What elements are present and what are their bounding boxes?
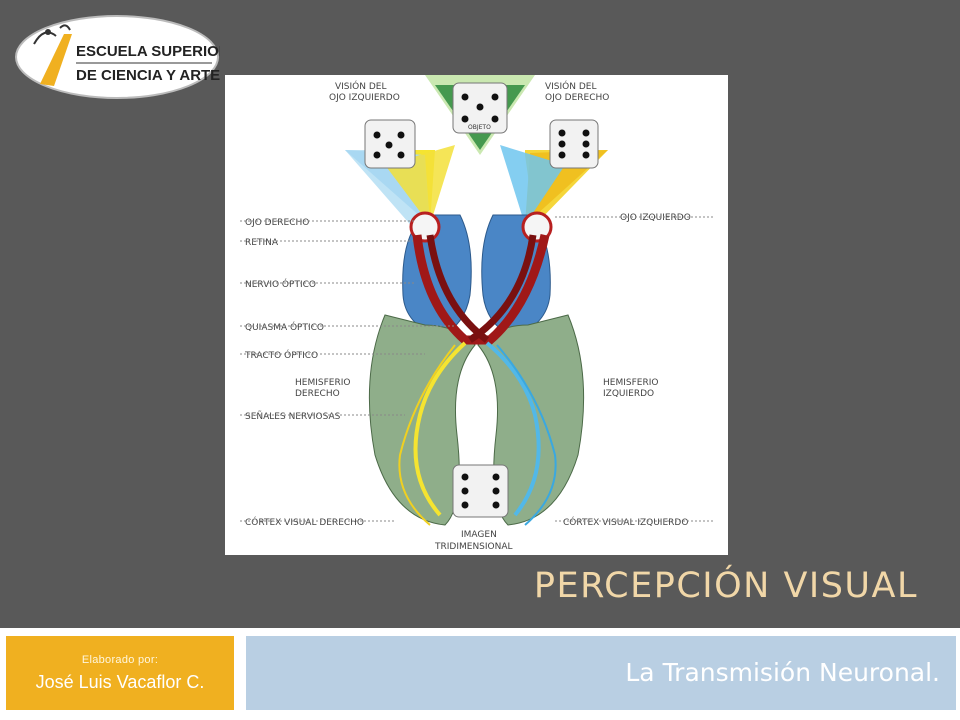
hemisphere-left-line1: HEMISFERIO — [603, 378, 658, 388]
subtitle-box: La Transmisión Neuronal. — [246, 636, 956, 710]
school-logo: ESCUELA SUPERIOR DE CIENCIA Y ARTE — [14, 14, 230, 100]
vision-left-line2: OJO IZQUIERDO — [329, 93, 400, 103]
label-ojo-izquierdo: OJO IZQUIERDO — [620, 213, 691, 223]
label-tracto-optico: TRACTO ÓPTICO — [244, 349, 318, 361]
object-label: OBJETO — [468, 124, 491, 131]
author-label: Elaborado por: — [81, 653, 159, 666]
logo-line1: ESCUELA SUPERIOR — [76, 43, 220, 60]
vision-right-line2: OJO DERECHO — [545, 93, 609, 103]
slide-title: PERCEPCIÓN VISUAL — [533, 566, 918, 606]
image-label-line1: IMAGEN — [461, 530, 497, 540]
label-cortex-derecho: CÓRTEX VISUAL DERECHO — [245, 516, 364, 528]
author-box: Elaborado por: José Luis Vacaflor C. — [6, 636, 234, 710]
label-cortex-izquierdo: CÓRTEX VISUAL IZQUIERDO — [563, 516, 688, 528]
hemisphere-left-line2: IZQUIERDO — [603, 389, 654, 399]
slide-subtitle: La Transmisión Neuronal. — [625, 658, 940, 687]
label-nervio-optico: NERVIO ÓPTICO — [245, 278, 316, 290]
label-ojo-derecho: OJO DERECHO — [245, 218, 309, 228]
logo-line2: DE CIENCIA Y ARTE — [76, 67, 220, 84]
bottom-die — [452, 464, 509, 518]
right-die — [549, 119, 599, 169]
visual-pathway-diagram: VISIÓN DEL OJO IZQUIERDO VISIÓN DEL OJO … — [225, 75, 728, 555]
author-name: José Luis Vacaflor C. — [35, 671, 205, 692]
label-quiasma-optico: QUIASMA ÓPTICO — [245, 321, 324, 333]
center-die — [452, 82, 508, 134]
hemisphere-right-line2: DERECHO — [295, 389, 340, 399]
left-die — [364, 119, 416, 169]
label-retina: RETINA — [245, 238, 279, 248]
hemisphere-right-line1: HEMISFERIO — [295, 378, 350, 388]
label-senales-nerviosas: SEÑALES NERVIOSAS — [245, 411, 341, 422]
vision-right-line1: VISIÓN DEL — [545, 80, 597, 92]
vision-left-line1: VISIÓN DEL — [335, 80, 387, 92]
image-label-line2: TRIDIMENSIONAL — [434, 542, 513, 552]
